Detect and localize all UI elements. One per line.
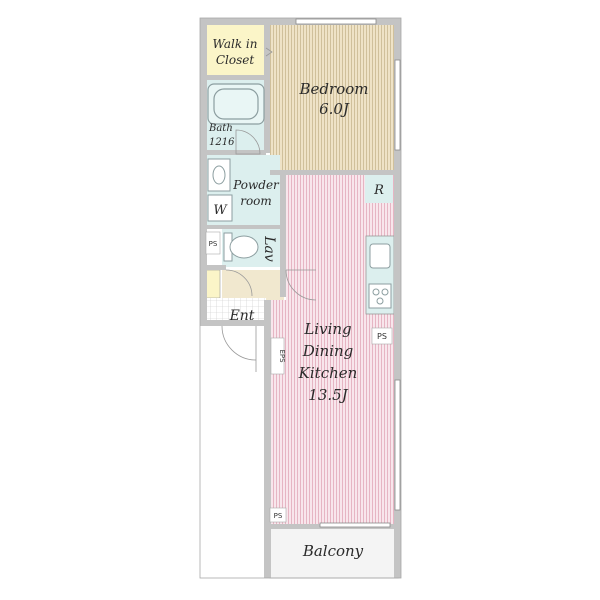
ldk-label-2: Dining xyxy=(302,342,354,360)
kitchen-sink xyxy=(369,243,391,269)
ps-left-label: PS xyxy=(209,240,218,248)
windows xyxy=(295,18,401,528)
ldk-label-3: Kitchen xyxy=(298,364,358,382)
ps-bottom-label: PS xyxy=(274,512,283,520)
walk-in-closet-label-1: Walk in xyxy=(213,37,258,51)
bedroom-floor xyxy=(270,25,394,171)
walk-in-closet-floor xyxy=(206,25,266,75)
refrigerator-label: R xyxy=(373,183,384,198)
ps-kitchen-box xyxy=(371,327,393,345)
bedroom-size: 6.0J xyxy=(319,100,350,118)
ldk-lower-floor xyxy=(270,300,290,524)
eps-label: EPS xyxy=(278,349,286,363)
ldk-size: 13.5J xyxy=(308,386,348,404)
toilet xyxy=(223,232,259,262)
bath-size: 1216 xyxy=(209,137,235,148)
walk-in-closet-label-2: Closet xyxy=(216,53,255,67)
wash-basin xyxy=(207,158,231,192)
ldk-floor xyxy=(286,174,394,524)
doors xyxy=(221,47,317,372)
refrigerator-floor xyxy=(365,175,393,203)
entrance-label: Ent xyxy=(229,308,255,324)
washer-label: W xyxy=(213,203,228,218)
washer-space xyxy=(207,194,233,222)
ldk-label-1: Living xyxy=(303,320,351,338)
shoe-cabinet xyxy=(205,269,221,299)
powder-room-label-1: Powder xyxy=(232,178,280,192)
powder-room-label-2: room xyxy=(240,194,272,208)
hall-floor xyxy=(222,270,284,300)
bathtub xyxy=(207,83,265,125)
stove xyxy=(368,283,392,309)
eps-box xyxy=(270,337,285,375)
ps-kitchen-label: PS xyxy=(377,332,387,341)
bath-label: Bath xyxy=(208,123,233,134)
ps-bottom-box xyxy=(269,507,287,523)
lavatory-label: Lav xyxy=(261,235,277,262)
balcony-label: Balcony xyxy=(302,542,364,560)
bedroom-label: Bedroom xyxy=(299,80,369,98)
ps-left-box xyxy=(205,231,221,255)
